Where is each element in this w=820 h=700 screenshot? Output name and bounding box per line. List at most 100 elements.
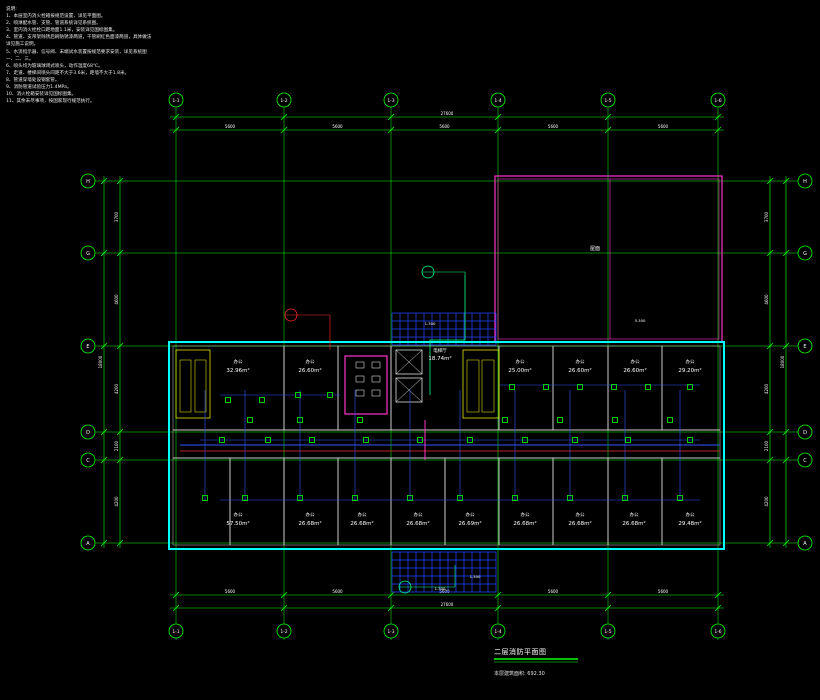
callout-text: 1.300 <box>435 586 446 591</box>
dimension-text: 2100 <box>764 440 769 451</box>
sprinkler-head <box>327 392 333 398</box>
dimension-tick <box>172 604 180 612</box>
dimension-tick <box>494 591 502 599</box>
dimension-total: 27600 <box>441 602 454 607</box>
roof-label: 屋面 <box>590 246 600 252</box>
note-line: 1、本层室内消火栓箱按规范设置，详见平面图。 <box>6 14 106 20</box>
dimension-tick <box>604 113 612 121</box>
sprinkler-head <box>509 384 515 390</box>
roof-outline: 屋面 <box>494 175 723 343</box>
callout-leader <box>297 314 331 350</box>
sprinkler-head <box>502 417 508 423</box>
dimension-tick <box>387 113 395 121</box>
floor-area-note: 本层建筑面积: 692.30 <box>494 671 545 677</box>
dimension-tick <box>116 342 124 350</box>
dimension-text: 4200 <box>114 496 119 507</box>
axis-label: E <box>803 344 806 350</box>
room-area: 26.68m² <box>622 520 645 527</box>
sprinkler-head <box>357 417 363 423</box>
room-area: 25.00m² <box>508 367 531 374</box>
dimension-tick <box>494 604 502 612</box>
room-area: 26.69m² <box>458 520 481 527</box>
notes-heading: 说明: <box>6 7 17 12</box>
sprinkler-head <box>352 495 358 501</box>
sprinkler-head <box>622 495 628 501</box>
room-area: 26.68m² <box>350 520 373 527</box>
room-area: 26.60m² <box>298 367 321 374</box>
dimension-tick <box>387 126 395 134</box>
axis-bubble <box>80 338 96 354</box>
dimension-text: 5600 <box>332 589 343 594</box>
dimension-tick <box>714 126 722 134</box>
sprinkler-head <box>612 417 618 423</box>
sprinkler-head <box>625 437 631 443</box>
room-partitions <box>229 346 663 545</box>
dimension-tick <box>494 126 502 134</box>
sprinkler-head <box>512 495 518 501</box>
sprinkler-head <box>242 495 248 501</box>
axis-bubble <box>80 424 96 440</box>
sprinkler-head <box>557 417 563 423</box>
room-name: 办公 <box>306 358 315 365</box>
callout-leader <box>411 565 456 588</box>
dimension-tick <box>280 604 288 612</box>
sprinkler-head <box>225 397 231 403</box>
note-line: 5、水流指示器、信号阀、末端试水装置按规范要求安装，详见系统图 <box>6 49 147 55</box>
dimension-text: 5600 <box>225 589 236 594</box>
room-name: 办公 <box>414 511 423 518</box>
sprinkler-head <box>522 437 528 443</box>
room-area: 18.74m² <box>428 355 451 362</box>
dimension-tick <box>116 428 124 436</box>
dimension-text: 5600 <box>548 124 559 129</box>
axis-bubble <box>710 92 726 108</box>
axis-bubble <box>383 623 399 639</box>
dimension-tick <box>387 604 395 612</box>
dimension-tick <box>782 342 790 350</box>
sprinkler-head <box>295 392 301 398</box>
riser-pipe <box>429 275 466 395</box>
dimension-text: 4200 <box>764 383 769 394</box>
toilet-fixture <box>371 375 381 383</box>
toilet-fixture <box>371 389 381 397</box>
dimension-tick <box>116 539 124 547</box>
axis-label: H <box>86 179 90 185</box>
room-name: 办公 <box>306 511 315 518</box>
dimension-tick <box>604 126 612 134</box>
sprinkler-head <box>202 495 208 501</box>
sprinkler-head <box>667 417 673 423</box>
axis-label: D <box>803 430 807 436</box>
note-line: 一、二、三。 <box>6 56 34 62</box>
sprinkler-head <box>309 437 315 443</box>
axis-bubble <box>168 623 184 639</box>
axis-bubble <box>80 173 96 189</box>
axis-label: 1-6 <box>714 629 721 635</box>
room-name: 办公 <box>576 511 585 518</box>
dimension-text: 5600 <box>225 124 236 129</box>
dimension-tick <box>766 342 774 350</box>
axis-bubble <box>80 245 96 261</box>
sprinkler-head <box>297 495 303 501</box>
room-name: 办公 <box>466 511 475 518</box>
axis-label: G <box>86 251 90 257</box>
room-area: 26.68m² <box>406 520 429 527</box>
dimension-total: 18000 <box>780 355 785 368</box>
axis-label: 1-3 <box>387 98 394 104</box>
dimension-tick <box>280 591 288 599</box>
sprinkler-head <box>259 397 265 403</box>
dimension-text: 5600 <box>548 589 559 594</box>
dimension-tick <box>100 249 108 257</box>
axis-bubble <box>80 535 96 551</box>
axis-label: 1-1 <box>172 629 179 635</box>
room-name: 办公 <box>686 511 695 518</box>
axis-label: A <box>86 541 90 547</box>
toilet-fixture <box>355 375 365 383</box>
axis-label: 1-4 <box>494 629 501 635</box>
room-area: 26.60m² <box>568 367 591 374</box>
axis-label: C <box>86 458 90 464</box>
drawing-title-text: 二层消防平面图 <box>494 648 547 656</box>
sprinkler-head <box>543 384 549 390</box>
axis-label: 1-2 <box>280 629 287 635</box>
axis-label: C <box>803 458 807 464</box>
sprinkler-head <box>297 417 303 423</box>
